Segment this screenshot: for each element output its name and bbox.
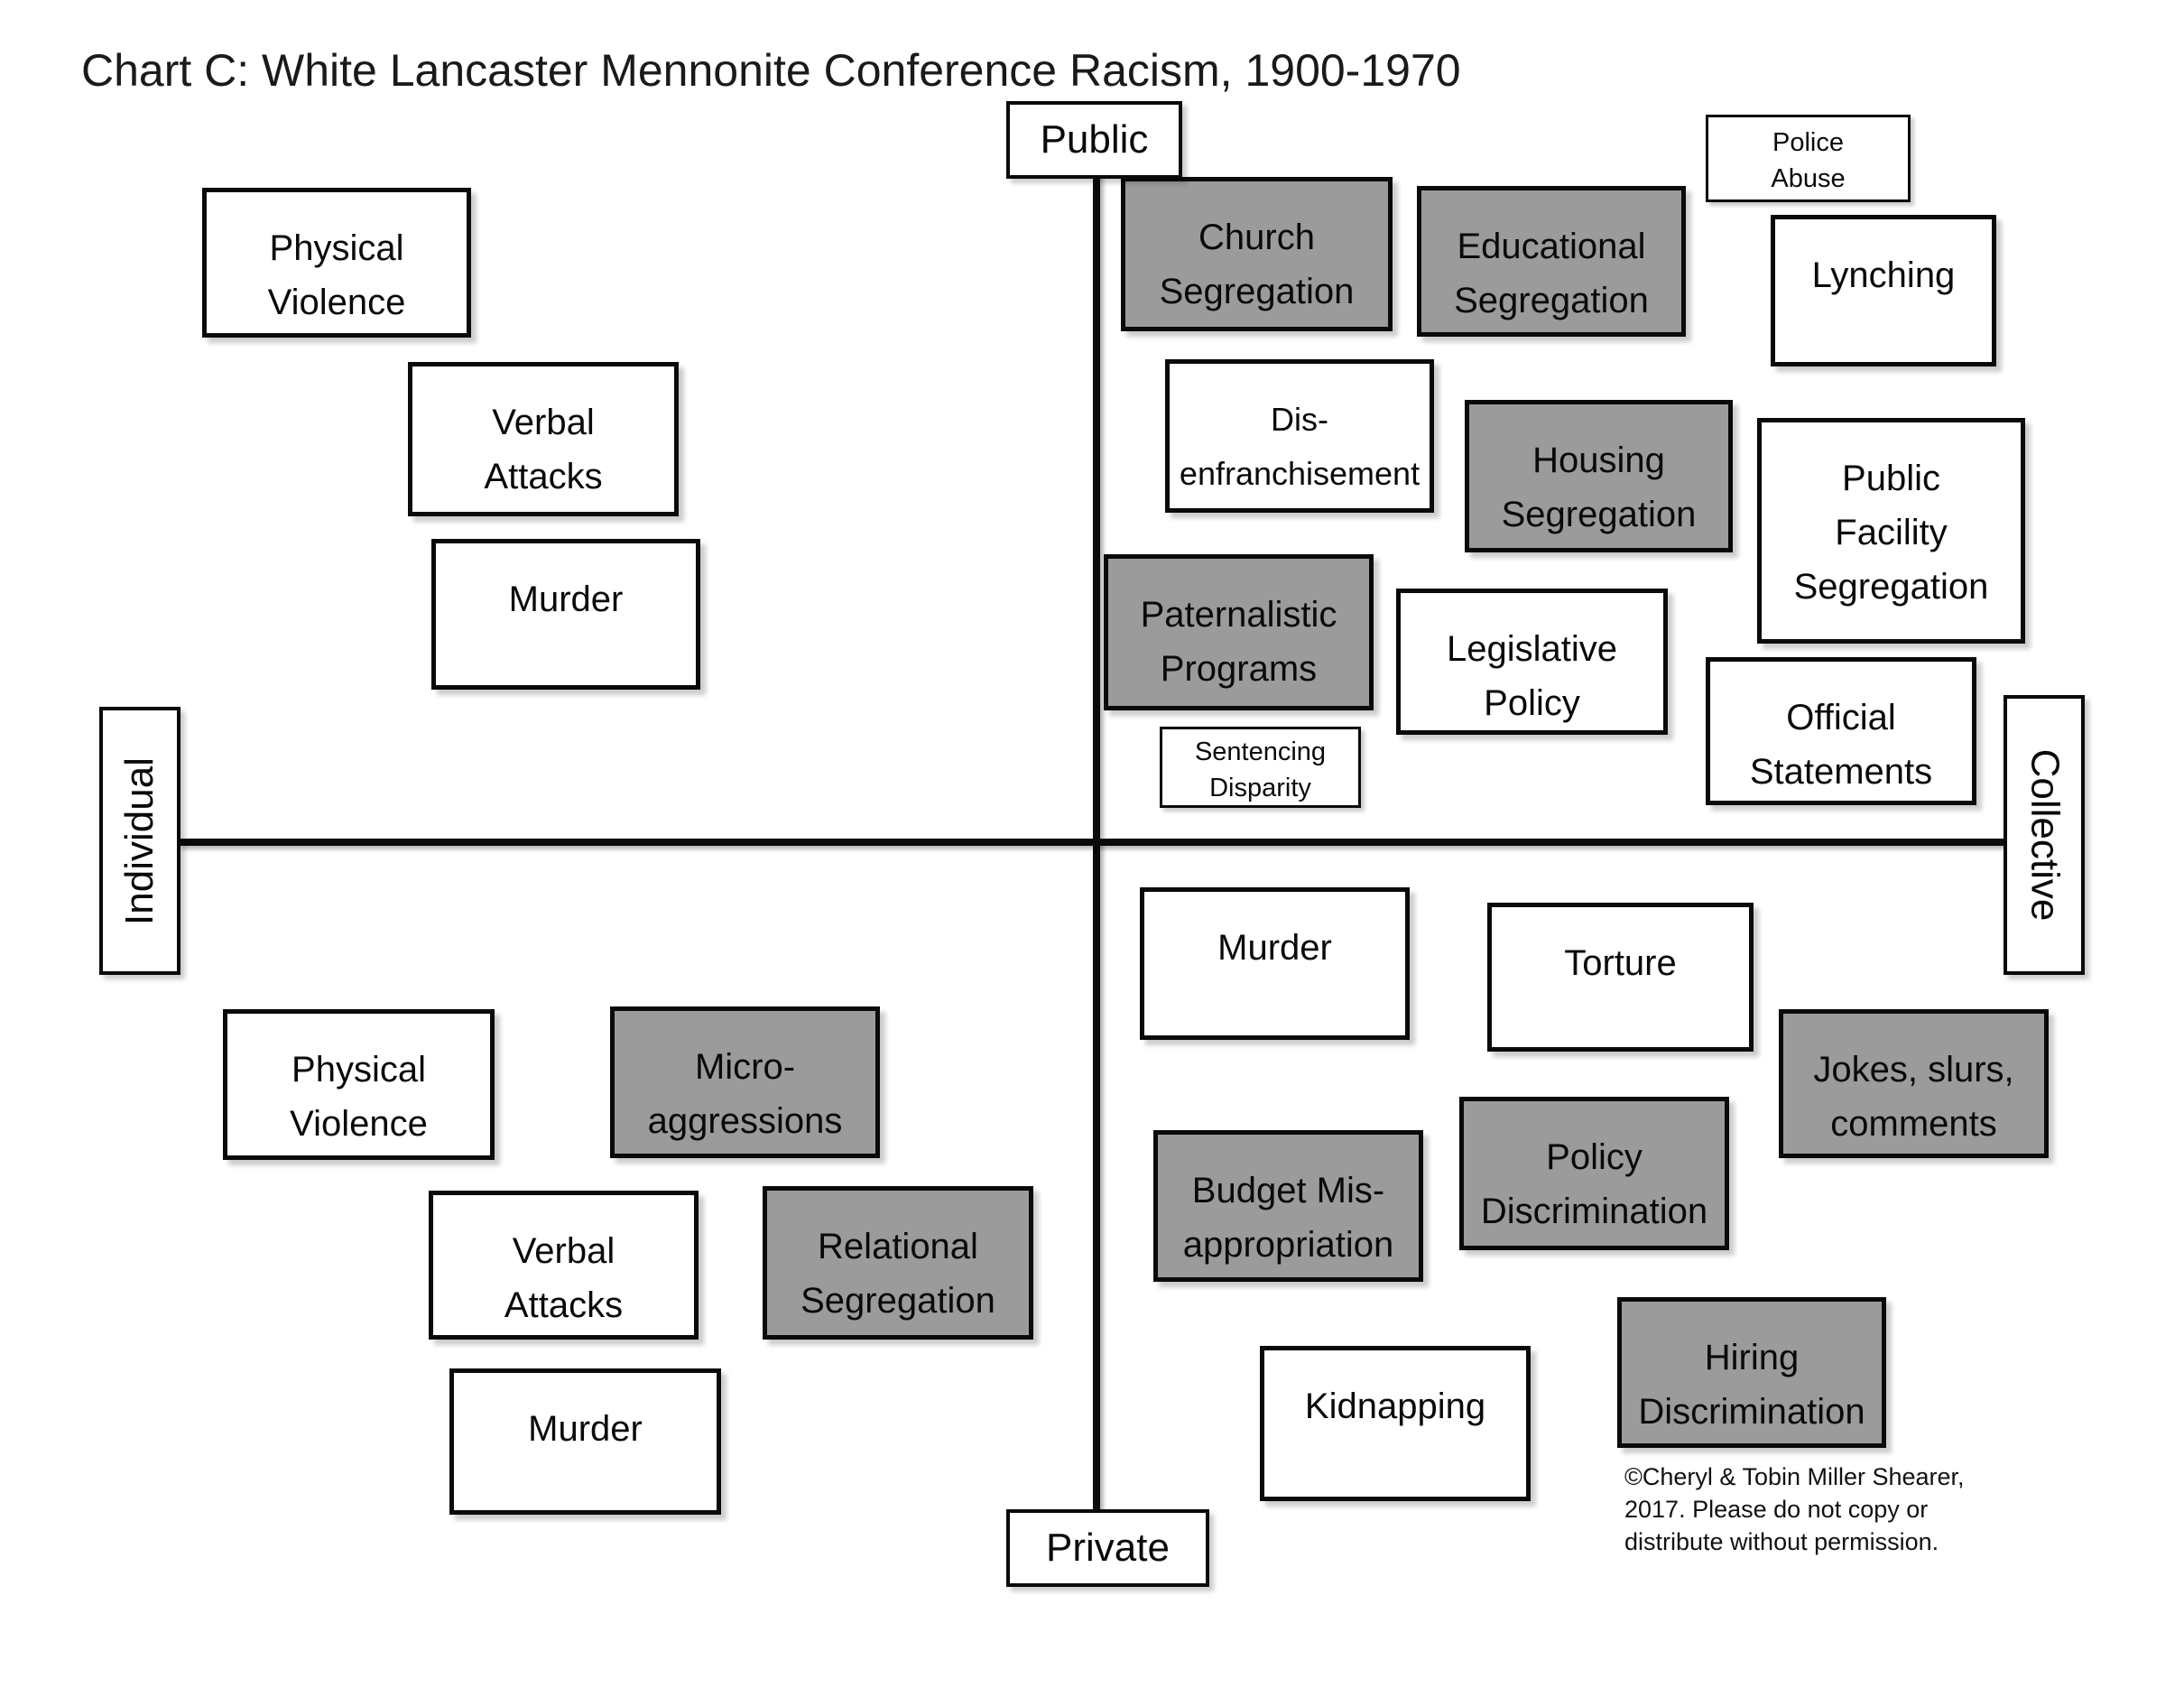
box-hiring-discrimination: Hiring Discrimination [1617,1297,1886,1448]
box-relational-segregation: Relational Segregation [763,1186,1033,1340]
box-verbal-attacks-public: Verbal Attacks [408,362,679,516]
box-kidnapping: Kidnapping [1260,1346,1531,1501]
box-police-abuse: Police Abuse [1706,115,1911,202]
page-title: Chart C: White Lancaster Mennonite Confe… [81,45,1461,96]
box-disenfranchisement: Dis- enfranchisement [1165,359,1434,513]
axis-label-individual: Individual [99,707,180,975]
box-sentencing-disparity: Sentencing Disparity [1160,727,1361,808]
axis-label-collective: Collective [2004,695,2085,975]
box-lynching: Lynching [1771,215,1996,366]
box-educational-segregation: Educational Segregation [1417,186,1686,337]
box-physical-violence-public: Physical Violence [202,188,471,338]
box-paternalistic-programs: Paternalistic Programs [1104,554,1374,710]
box-murder-individual-private: Murder [449,1368,721,1515]
axis-label-public: Public [1006,101,1182,179]
box-verbal-attacks-private: Verbal Attacks [429,1191,699,1340]
axis-label-collective-text: Collective [2022,748,2067,922]
horizontal-axis-line [178,839,2006,846]
copyright-notice: ©Cheryl & Tobin Miller Shearer, 2017. Pl… [1624,1463,1965,1555]
box-murder-individual-public: Murder [431,539,700,690]
box-policy-discrimination: Policy Discrimination [1459,1097,1729,1250]
axis-label-private: Private [1006,1509,1209,1587]
box-church-segregation: Church Segregation [1121,177,1393,331]
box-legislative-policy: Legislative Policy [1396,589,1668,735]
box-murder-collective-private: Murder [1140,887,1410,1040]
box-budget-misappropriation: Budget Mis- appropriation [1153,1130,1423,1282]
box-official-statements: Official Statements [1706,657,1976,805]
box-jokes-slurs-comments: Jokes, slurs, comments [1779,1009,2049,1158]
box-micro-aggressions: Micro- aggressions [610,1006,880,1158]
box-physical-violence-private: Physical Violence [223,1009,495,1160]
box-public-facility-segregation: Public Facility Segregation [1757,418,2025,644]
axis-label-private-text: Private [1046,1526,1170,1570]
axis-label-public-text: Public [1040,117,1149,162]
box-housing-segregation: Housing Segregation [1465,400,1733,552]
box-torture: Torture [1487,903,1754,1052]
axis-label-individual-text: Individual [117,756,162,925]
